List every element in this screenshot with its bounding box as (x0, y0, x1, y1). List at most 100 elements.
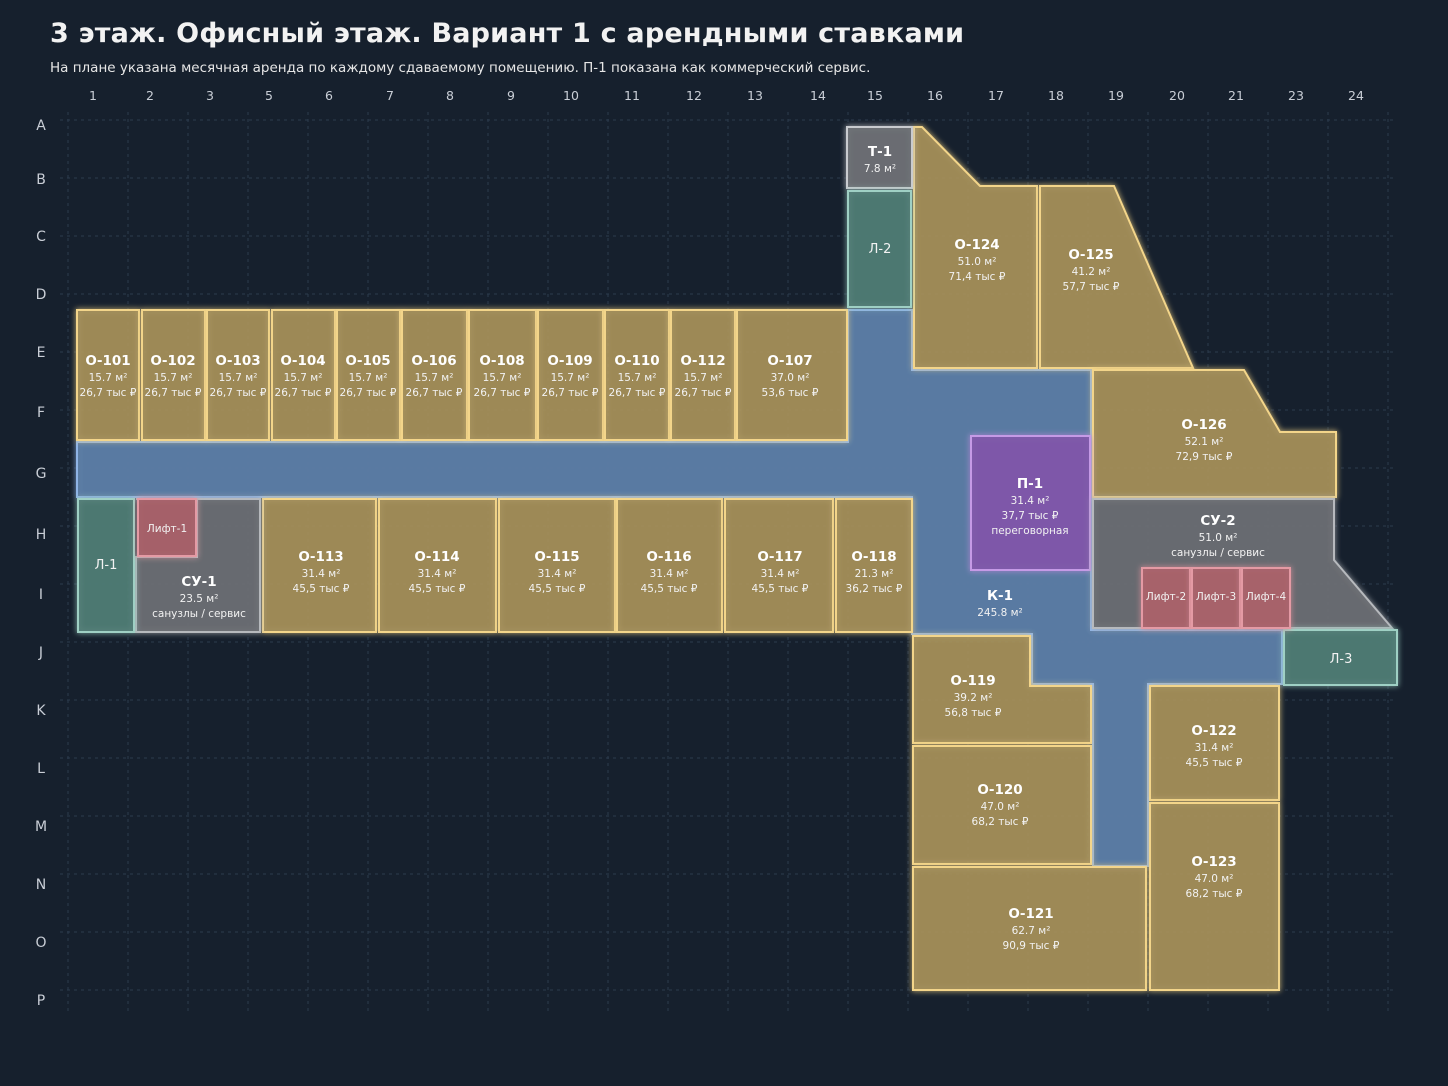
room-Лифт-1[interactable]: Лифт-1 (137, 498, 197, 557)
room-area: 47.0 м² (1195, 873, 1234, 885)
row-label: A (36, 118, 46, 134)
room-shape (336, 309, 401, 441)
room-area: 37.0 м² (771, 372, 810, 384)
room-area: 39.2 м² (954, 692, 993, 704)
room-rent: 37,7 тыс ₽ (1002, 510, 1059, 522)
room-Т-1[interactable]: Т-17.8 м² (846, 126, 913, 189)
room-note: переговорная (991, 525, 1068, 537)
room-shape (1191, 567, 1241, 629)
row-label: O (35, 935, 46, 951)
room-Лифт-4[interactable]: Лифт-4 (1241, 567, 1291, 629)
room-Л-3[interactable]: Л-3 (1283, 629, 1398, 686)
room-shape (1283, 629, 1398, 686)
room-shape (616, 498, 723, 633)
room-Лифт-2[interactable]: Лифт-2 (1141, 567, 1191, 629)
column-label: 8 (446, 88, 454, 103)
room-area: 31.4 м² (761, 568, 800, 580)
column-label: 13 (747, 88, 763, 103)
room-name: О-119 (950, 673, 995, 689)
room-area: 31.4 м² (302, 568, 341, 580)
room-rent: 36,2 тыс ₽ (846, 583, 903, 595)
column-label: 23 (1288, 88, 1304, 103)
room-rent: 45,5 тыс ₽ (409, 583, 466, 595)
room-О-118[interactable]: О-118 21.3 м² 36,2 тыс ₽ (835, 498, 913, 633)
room-name: О-118 (851, 549, 896, 565)
room-name: Л-3 (1330, 652, 1353, 667)
room-rent: 26,7 тыс ₽ (80, 387, 137, 399)
row-label: C (36, 229, 46, 245)
room-name: О-107 (767, 353, 812, 369)
room-area: 51.0 м² (1199, 532, 1238, 544)
room-Лифт-3[interactable]: Лифт-3 (1191, 567, 1241, 629)
room-shape (76, 309, 140, 441)
room-rent: 26,7 тыс ₽ (275, 387, 332, 399)
room-name: О-112 (680, 353, 725, 369)
room-rent: 26,7 тыс ₽ (609, 387, 666, 399)
room-Л-2[interactable]: Л-2 (847, 190, 912, 308)
room-name: О-121 (1008, 906, 1053, 922)
column-label: 2 (146, 88, 154, 103)
room-shape (670, 309, 736, 441)
room-Л-1[interactable]: Л-1 (77, 498, 135, 633)
room-name: СУ-1 (181, 574, 216, 590)
row-label: N (36, 877, 46, 893)
column-label: 19 (1108, 88, 1124, 103)
column-label: 17 (988, 88, 1004, 103)
room-area: 21.3 м² (855, 568, 894, 580)
room-name: О-109 (547, 353, 592, 369)
room-shape (912, 635, 1092, 744)
row-label: E (37, 345, 46, 361)
room-shape (1141, 567, 1191, 629)
room-shape (141, 309, 206, 441)
room-name: СУ-2 (1200, 513, 1235, 529)
room-rent: 26,7 тыс ₽ (210, 387, 267, 399)
room-name: О-122 (1191, 723, 1236, 739)
room-area: 31.4 м² (650, 568, 689, 580)
room-area: 15.7 м² (551, 372, 590, 384)
row-label: M (35, 819, 47, 835)
column-label: 15 (867, 88, 883, 103)
room-name: Лифт-3 (1196, 591, 1236, 603)
column-label: 9 (507, 88, 515, 103)
room-name: Л-2 (869, 242, 892, 257)
room-area: 15.7 м² (684, 372, 723, 384)
room-rent: 45,5 тыс ₽ (293, 583, 350, 595)
column-label: 24 (1348, 88, 1364, 103)
column-label: 20 (1169, 88, 1185, 103)
column-label: 14 (810, 88, 826, 103)
column-label: 5 (265, 88, 273, 103)
row-label: J (38, 645, 43, 661)
room-shape (835, 498, 913, 633)
row-label: P (37, 993, 45, 1009)
room-name: К-1 (987, 588, 1013, 604)
room-area: 15.7 м² (154, 372, 193, 384)
room-note: санузлы / сервис (152, 608, 246, 620)
room-rent: 26,7 тыс ₽ (145, 387, 202, 399)
